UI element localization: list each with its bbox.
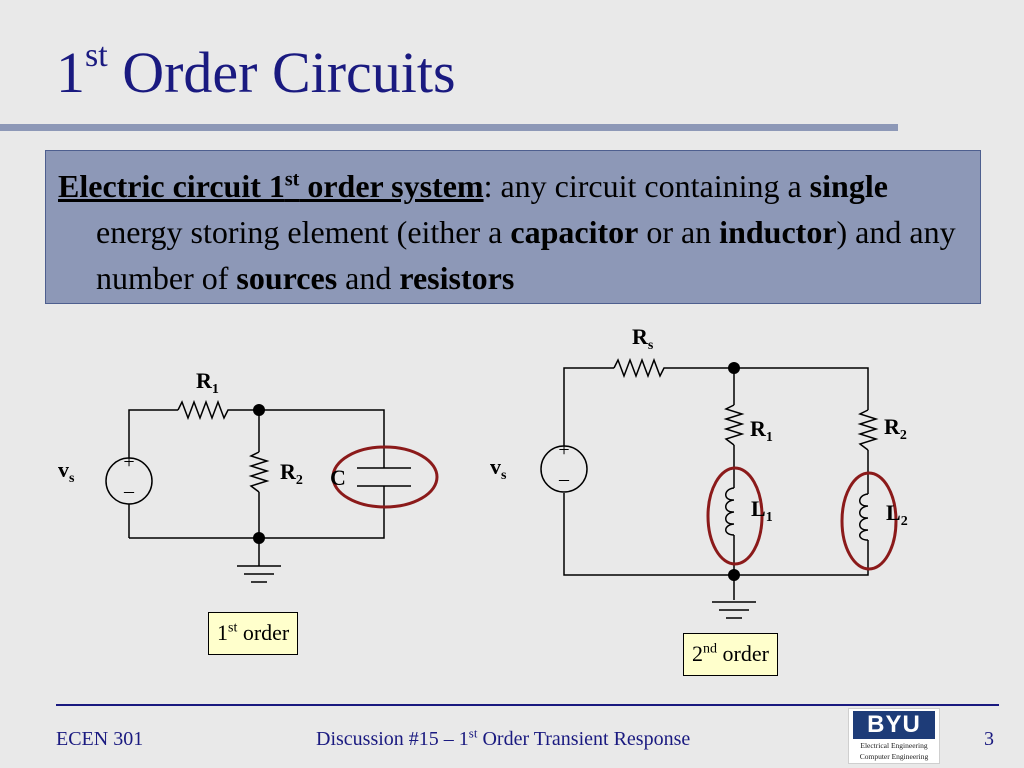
circuit-2-rs-label: Rs (632, 324, 654, 353)
slide-title: 1st Order Circuits (56, 36, 456, 105)
circuit-1-vs-label: vs (58, 457, 75, 486)
footer-course: ECEN 301 (56, 728, 144, 750)
circuit-2-voltage-source (540, 445, 588, 493)
byu-logo: BYU Electrical Engineering Computer Engi… (848, 708, 940, 764)
circuit-1-r1-resistor (177, 399, 234, 421)
circuit-2-node-bottom (728, 569, 740, 581)
circuit-2-r2-resistor (857, 409, 879, 451)
circuit-2-vs-label: vs (490, 454, 507, 483)
footer-title: Discussion #15 – 1st Order Transient Res… (316, 725, 691, 750)
byu-logo-wordmark: BYU (853, 711, 935, 739)
circuit-2-plus-sign: + (558, 439, 569, 461)
circuit-1-minus-sign: – (123, 480, 135, 502)
circuit-1-r2-label: R2 (280, 459, 303, 488)
circuit-2-l1-highlight (706, 466, 764, 566)
circuit-2-l2-inductor (859, 493, 869, 541)
circuit-1-node-bottom (253, 532, 265, 544)
page-number: 3 (984, 728, 994, 750)
circuit-2-minus-sign: – (558, 468, 570, 490)
circuit-2-l2-label: L2 (886, 500, 908, 529)
byu-logo-dept-2: Computer Engineering (859, 752, 929, 761)
circuit-2-r2-label: R2 (884, 414, 907, 443)
circuit-1-plus-sign: + (123, 451, 134, 473)
circuit-2-wires (563, 367, 869, 600)
definition-term: Electric circuit 1st order system (58, 168, 484, 204)
circuit-2-l2-highlight (840, 471, 898, 571)
first-order-label: 1st order (208, 612, 299, 655)
circuit-2-rs-resistor (613, 357, 670, 379)
circuit-1-c-label: C (330, 465, 346, 490)
circuit-1-r1-label: R1 (196, 368, 219, 397)
footer-divider (56, 704, 999, 706)
circuit-1-ground (237, 565, 281, 583)
definition-text: Electric circuit 1st order system: any c… (58, 168, 956, 296)
circuit-2-r1-label: R1 (750, 416, 773, 445)
circuit-2-l1-label: L1 (751, 496, 773, 525)
definition-box: Electric circuit 1st order system: any c… (45, 150, 981, 304)
second-order-label: 2nd order (683, 633, 778, 676)
circuit-1-r2-resistor (248, 451, 270, 493)
circuit-2-node-top (728, 362, 740, 374)
circuit-1-capacitor (357, 467, 411, 487)
circuit-1-capacitor-highlight (331, 445, 439, 509)
title-underline-bar (0, 124, 898, 131)
circuit-2-ground (712, 601, 756, 619)
circuit-1-node-top (253, 404, 265, 416)
circuit-2-r1-resistor (723, 404, 745, 446)
circuit-2-l1-inductor (725, 487, 735, 536)
byu-logo-dept-1: Electrical Engineering (860, 741, 928, 750)
circuit-1-voltage-source (105, 457, 153, 505)
circuit-1-wires (128, 409, 385, 566)
